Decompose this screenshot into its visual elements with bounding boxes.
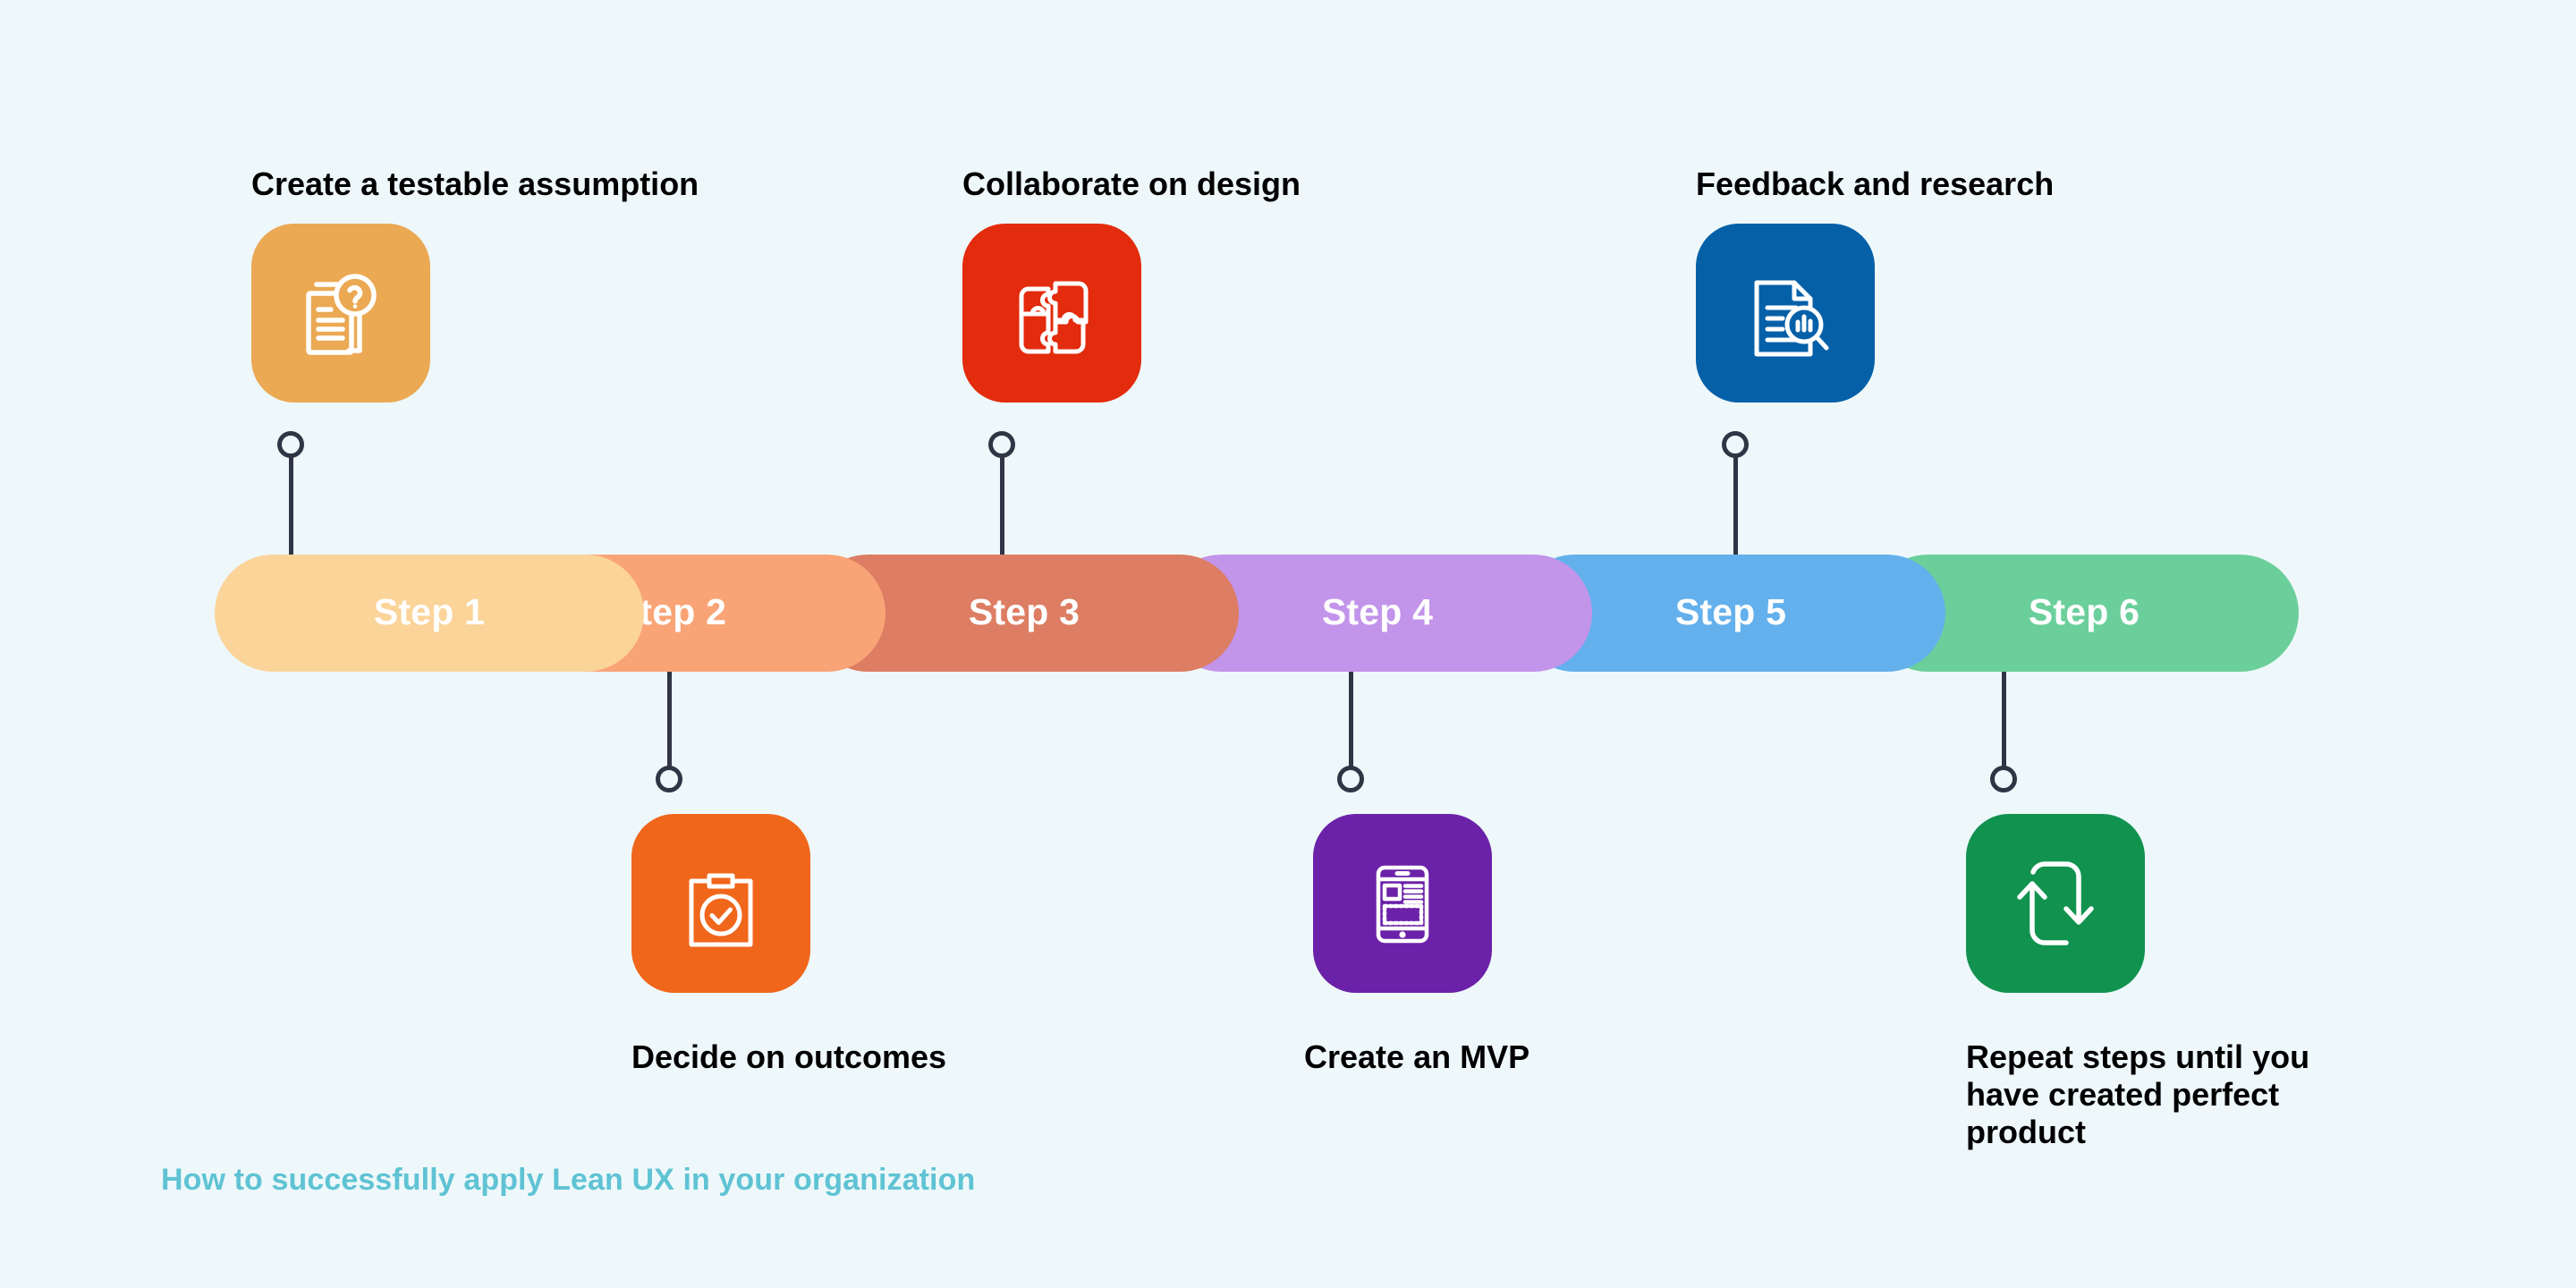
icon-tile-step-2[interactable] <box>631 814 810 993</box>
step-segment-1[interactable]: Step 1 <box>215 555 644 672</box>
puzzle-pieces-icon <box>998 259 1106 367</box>
document-search-chart-icon <box>1732 259 1839 367</box>
caption-step-5: Feedback and research <box>1696 165 2055 202</box>
connector-node-step-5 <box>1722 431 1749 458</box>
step-segment-label: Step 6 <box>2028 591 2140 632</box>
footer-note: How to successfully apply Lean UX in you… <box>161 1163 976 1197</box>
caption-step-3: Collaborate on design <box>962 165 1301 202</box>
caption-step-2: Decide on outcomes <box>631 1038 947 1075</box>
connector-node-step-2 <box>656 766 682 792</box>
icon-tile-step-6[interactable] <box>1966 814 2145 993</box>
connector-stem-step-1 <box>289 445 293 556</box>
caption-step-1: Create a testable assumption <box>251 165 699 202</box>
step-segment-label: Step 5 <box>1674 591 1787 632</box>
mobile-wireframe-icon <box>1349 850 1456 957</box>
connector-stem-step-5 <box>1733 445 1738 556</box>
connector-node-step-3 <box>988 431 1015 458</box>
icon-tile-step-4[interactable] <box>1313 814 1492 993</box>
icon-tile-step-1[interactable] <box>251 224 430 402</box>
connector-stem-step-6 <box>2002 671 2006 778</box>
connector-node-step-6 <box>1990 766 2017 792</box>
clipboard-check-icon <box>667 850 775 957</box>
caption-step-6: Repeat steps until you have created perf… <box>1966 1038 2310 1151</box>
icon-tile-step-5[interactable] <box>1696 224 1875 402</box>
connector-node-step-1 <box>277 431 304 458</box>
step-segment-label: Step 4 <box>1321 591 1434 632</box>
document-question-icon <box>287 259 394 367</box>
step-segment-label: Step 3 <box>968 591 1080 632</box>
step-segment-3[interactable]: Step 3 <box>809 555 1239 672</box>
connector-stem-step-2 <box>667 671 672 778</box>
caption-step-4: Create an MVP <box>1304 1038 1530 1075</box>
connector-node-step-4 <box>1337 766 1364 792</box>
step-progress-bar: Step 6 Step 5 Step 4 Step 3 Step 2 Step … <box>215 555 2299 672</box>
connector-stem-step-4 <box>1349 671 1353 778</box>
step-segment-label: Step 1 <box>373 591 486 632</box>
connector-stem-step-3 <box>1000 445 1004 556</box>
icon-tile-step-3[interactable] <box>962 224 1141 402</box>
repeat-loop-icon <box>2002 850 2109 957</box>
